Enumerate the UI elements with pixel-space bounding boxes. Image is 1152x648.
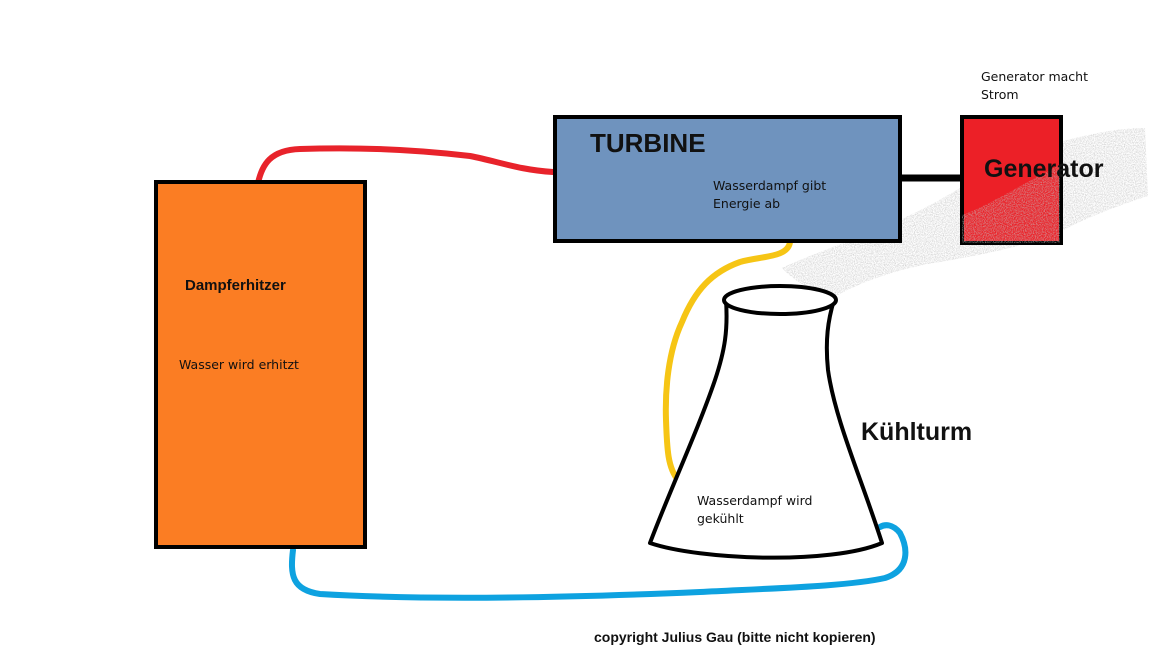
cooling-tower-caption: Wasserdampf wird gekühlt	[697, 493, 813, 526]
cooling-tower-top	[722, 284, 838, 316]
steam-overlay	[962, 165, 1060, 243]
turbine-title: TURBINE	[590, 128, 706, 158]
copyright-text: copyright Julius Gau (bitte nicht kopier…	[594, 629, 876, 645]
turbine-box	[553, 115, 902, 243]
steam-pipe-red	[255, 145, 556, 186]
exhaust-pipe-yellow	[662, 239, 793, 483]
turbine-caption: Wasserdampf gibt Energie ab	[713, 178, 827, 211]
heater-caption: Wasser wird erhitzt	[179, 357, 299, 372]
generator-title: Generator	[984, 155, 1104, 183]
generator-caption: Generator macht Strom	[981, 69, 1088, 102]
return-pipe-blue	[288, 522, 909, 601]
heater-title: Dampferhitzer	[185, 277, 286, 294]
heater-box	[154, 180, 367, 549]
cooling-tower	[648, 284, 884, 560]
cooling-tower-title: Kühlturm	[861, 418, 973, 446]
